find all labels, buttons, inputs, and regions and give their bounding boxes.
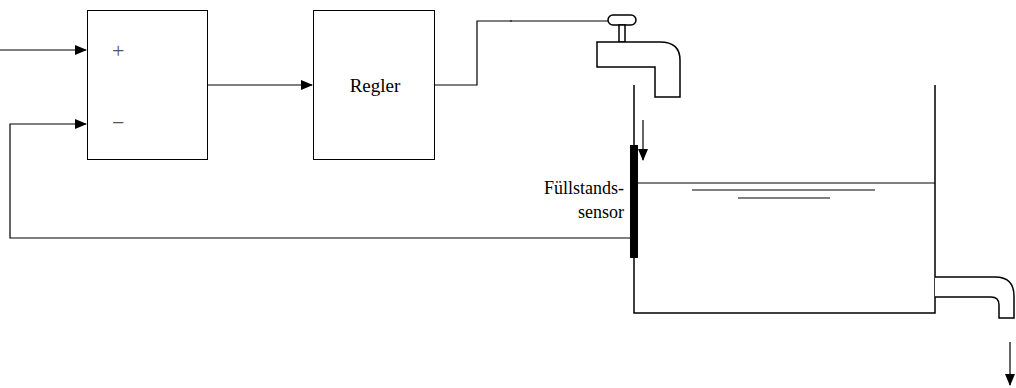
minus-sign: − bbox=[112, 111, 124, 135]
summing-junction: +− bbox=[87, 10, 208, 160]
controller-box: Regler bbox=[313, 10, 435, 160]
outlet-pipe bbox=[935, 277, 1014, 318]
feedback-wire bbox=[10, 124, 632, 238]
level-sensor bbox=[630, 145, 638, 258]
inflow-arrow bbox=[642, 120, 643, 160]
tank bbox=[634, 85, 935, 313]
tap bbox=[510, 15, 680, 97]
signal-arrow bbox=[208, 84, 312, 85]
control-wire bbox=[435, 21, 512, 85]
outflow-arrow bbox=[1009, 342, 1010, 385]
input-arrow bbox=[0, 49, 86, 50]
controller-label: Regler bbox=[350, 74, 401, 98]
plus-sign: + bbox=[112, 39, 124, 63]
sensor-label: Füllstands- sensor bbox=[528, 176, 624, 224]
